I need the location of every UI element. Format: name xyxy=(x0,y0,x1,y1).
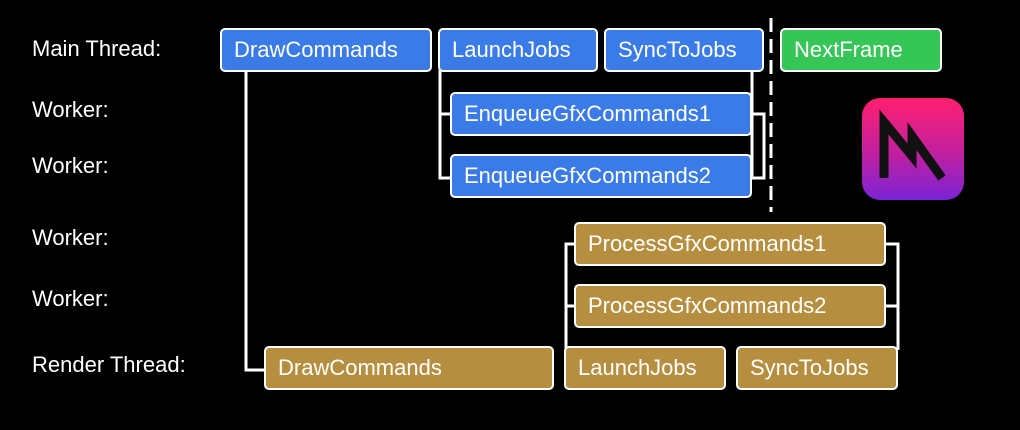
enqueue-gfx-commands-1-task: EnqueueGfxCommands1 xyxy=(450,92,752,136)
draw-to-render-connector xyxy=(244,70,266,372)
render-draw-commands-task: DrawCommands xyxy=(264,346,554,390)
main-sync-to-jobs-task: SyncToJobs xyxy=(604,28,764,72)
process-gfx-commands-1-task: ProcessGfxCommands1 xyxy=(574,222,886,266)
row-label-worker-4: Worker: xyxy=(32,286,109,311)
row-label-worker-3: Worker: xyxy=(32,225,109,250)
main-launch-jobs-task: LaunchJobs xyxy=(438,28,598,72)
enqueue-gfx-commands-2-task: EnqueueGfxCommands2 xyxy=(450,154,752,198)
render-launch-jobs-task: LaunchJobs xyxy=(564,346,726,390)
launch-jobs-fanout-connector xyxy=(438,70,452,180)
process-gfx-commands-2-task: ProcessGfxCommands2 xyxy=(574,284,886,328)
row-label-worker-1: Worker: xyxy=(32,97,109,122)
row-label-render-thread: Render Thread: xyxy=(32,352,186,377)
next-frame-task: NextFrame xyxy=(780,28,942,72)
render-sync-join-connector xyxy=(886,242,900,350)
render-sync-to-jobs-task: SyncToJobs xyxy=(736,346,898,390)
sync-join-connector xyxy=(750,70,766,180)
row-label-worker-2: Worker: xyxy=(32,153,109,178)
m-logo-icon xyxy=(862,98,964,200)
row-label-main-thread: Main Thread: xyxy=(32,36,162,61)
render-launch-fanout-connector xyxy=(564,242,576,350)
main-draw-commands-task: DrawCommands xyxy=(220,28,432,72)
